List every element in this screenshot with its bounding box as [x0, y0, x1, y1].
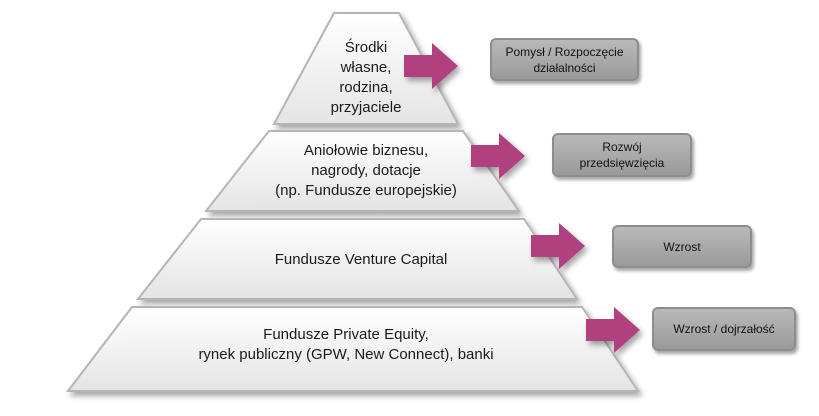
stage-3-line: Wzrost	[663, 239, 701, 254]
tier-2-line: nagrody, dotacje	[311, 162, 421, 179]
tier-4-line: rynek publiczny (GPW, New Connect), bank…	[198, 346, 494, 363]
arrow-icon-3	[531, 223, 585, 269]
stage-box-3: Wzrost	[612, 225, 752, 268]
arrow-icon-1	[404, 43, 458, 89]
tier-1-line: rodzina,	[339, 79, 393, 96]
tier-1-label: Środki własne, rodzina, przyjaciele	[296, 38, 436, 118]
tier-1-line: własne,	[340, 59, 392, 76]
stage-2-line: Rozwój	[602, 140, 642, 154]
tier-1-line: Środki	[344, 39, 388, 56]
tier-2-label: Aniołowie biznesu, nagrody, dotacje (np.…	[226, 141, 506, 201]
pyramid-tier-4	[65, 306, 640, 392]
stage-1-line: działalności	[533, 60, 596, 75]
pyramid-tier-2	[203, 130, 521, 212]
pyramid-tier-3	[135, 218, 579, 300]
tier-3-label: Fundusze Venture Capital	[196, 250, 526, 270]
stage-box-1: Pomysł / Rozpoczęcie działalności	[490, 38, 639, 81]
tier-2-line: (np. Fundusze europejskie)	[275, 182, 457, 199]
tier-2-line: Aniołowie biznesu,	[303, 142, 429, 159]
stage-box-4: Wzrost / dojrzałość	[652, 307, 796, 351]
tier-4-line: Fundusze Private Equity,	[263, 326, 429, 343]
arrow-icon-4	[586, 307, 640, 353]
arrow-icon-2	[471, 133, 525, 179]
stage-1-line: Pomysł / Rozpoczęcie	[505, 44, 624, 59]
stage-2-line: przedsięwzięcia	[579, 156, 665, 170]
stage-4-line: Wzrost / dojrzałość	[673, 322, 775, 336]
tier-4-label: Fundusze Private Equity, rynek publiczny…	[146, 325, 546, 365]
stage-box-2: Rozwój przedsięwzięcia	[552, 133, 692, 177]
tier-3-line: Fundusze Venture Capital	[274, 251, 448, 268]
tier-1-line: przyjaciele	[330, 99, 402, 116]
pyramid-tier-1	[272, 12, 460, 125]
